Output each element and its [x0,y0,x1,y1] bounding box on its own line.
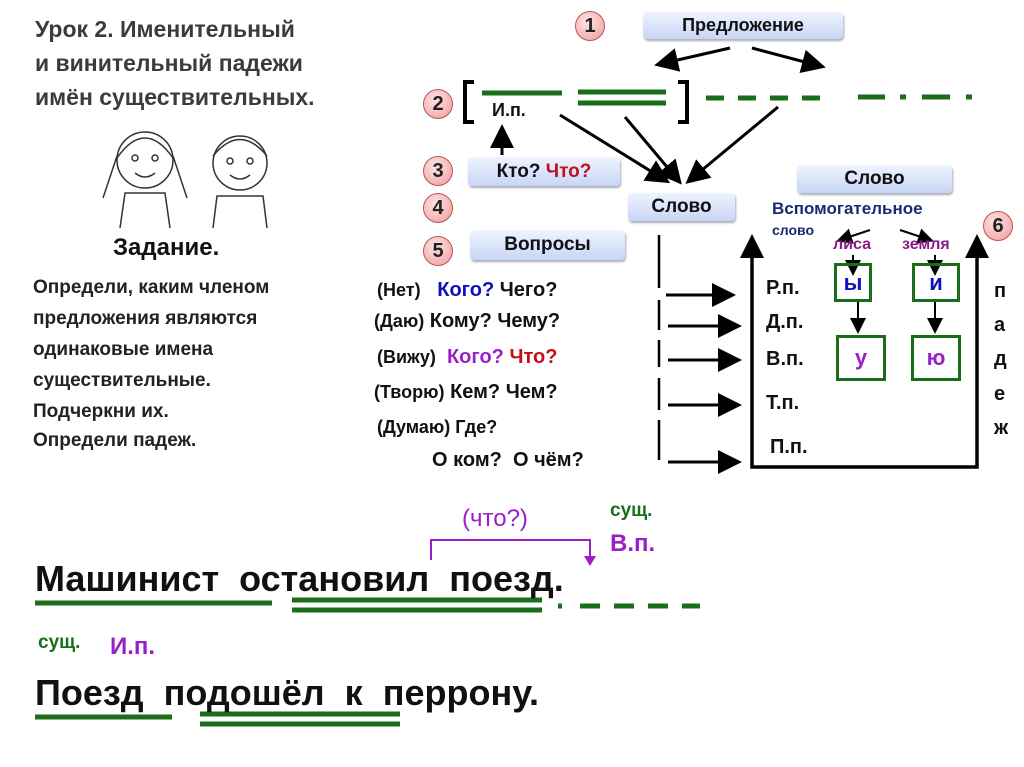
question-row: (Нет) Кого? Чего? [377,279,557,302]
case-label: В.п. [766,348,804,370]
step-6-badge: 6 [983,211,1013,241]
question-1: Кого? [446,346,504,368]
case-label: Т.п. [766,392,800,414]
vertical-letter: а [994,314,1006,336]
question-annotation: (что?) [462,505,528,532]
example-word-2: земля [902,236,950,253]
question-2: Чего? [499,279,558,301]
question-2: О чём? [512,449,584,471]
task-line: существительные. [33,370,211,391]
task-line: одинаковые имена [33,339,214,360]
example-word-1: лиса [833,236,871,253]
question-row: (Творю) Кем? Чем? [374,381,558,404]
question-2: Что? [509,346,558,368]
example-sentence-2: Поезд подошёл к перрону. [35,672,539,714]
word-box-right: Слово [797,165,952,193]
question-row: (Вижу) Кого? Что? [377,346,557,369]
word: к [344,672,363,713]
question-row: (Даю) Кому? Чему? [374,310,560,333]
case-label: Р.п. [766,277,800,299]
word-box: Слово [628,193,735,221]
question-1: Кому? [429,310,492,332]
question-2: Чем? [505,381,558,403]
title-line-1: Урок 2. Именительный [35,16,295,42]
word: подошёл [163,672,325,713]
example-sentence-1: Машинист остановил поезд. [35,558,564,600]
who-what-box: Кто? Что? [468,157,620,186]
verb: (Вижу) [377,347,436,367]
vertical-letter: п [994,280,1007,302]
task-line: предложения являются [33,308,258,329]
verb: (Даю) [374,311,425,331]
case-label-2: И.п. [110,633,156,660]
verb: (Думаю) [377,417,451,437]
task-line: Определи, каким членом [33,277,270,298]
word: Машинист [35,558,220,599]
auxiliary-label: Вспомогательное [772,199,923,218]
ending-box: ю [911,335,961,381]
case-label: Д.п. [766,311,804,333]
step-2-badge: 2 [423,89,453,119]
task-heading: Задание. [113,234,220,261]
verb: (Нет) [377,280,421,300]
question-1: О ком? [432,449,502,471]
step-4-badge: 4 [423,193,453,223]
who-question: Кто? [496,161,541,182]
children-illustration [102,131,268,229]
word: поезд. [449,558,564,599]
word: перрону. [382,672,540,713]
step-5-badge: 5 [423,236,453,266]
questions-box: Вопросы [470,230,625,260]
question-1: Кого? [437,279,495,301]
task-line: Определи падеж. [33,430,197,451]
step-3-badge: 3 [423,156,453,186]
sentence-box: Предложение [643,12,843,39]
word: остановил [239,558,430,599]
word: Поезд [35,672,144,713]
question-1: Кем? [450,381,501,403]
noun-label-2: сущ. [38,632,81,653]
question-1: Где? [455,417,498,437]
ending-box: и [912,263,960,302]
task-line: Подчеркни их. [33,401,169,422]
vertical-letter: е [994,383,1006,405]
subject-label: И.п. [492,100,526,120]
what-question: Что? [545,161,592,182]
step-1-badge: 1 [575,11,605,41]
case-label: П.п. [770,436,808,458]
auxiliary-word-label: слово [772,222,815,238]
question-row: (Думаю) Где? [377,417,497,438]
vertical-letter: д [994,348,1007,370]
vertical-letter: ж [994,417,1009,439]
case-label-1: В.п. [610,530,656,557]
ending-box: ы [834,263,872,302]
verb: (Творю) [374,382,445,402]
question-row: О ком? О чём? [432,449,584,472]
ending-box: у [836,335,886,381]
noun-label-1: сущ. [610,500,653,521]
title-line-3: имён существительных. [35,84,315,110]
question-2: Чему? [497,310,561,332]
title-line-2: и винительный падежи [35,50,303,76]
